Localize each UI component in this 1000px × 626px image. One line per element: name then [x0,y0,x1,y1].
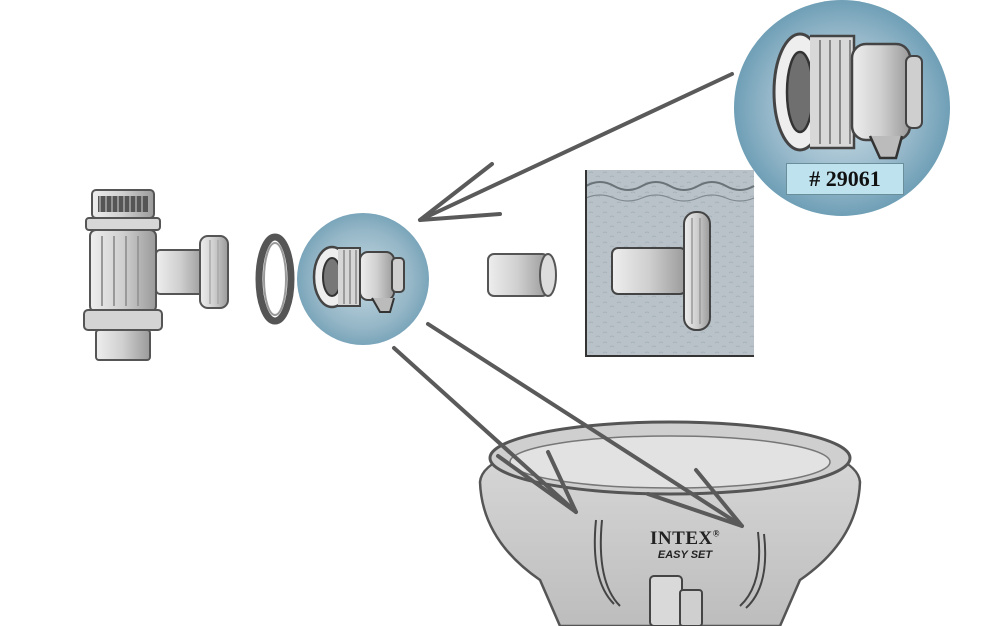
brand-logo: INTEX® [630,528,740,550]
brand-trademark: ® [712,528,720,539]
arrow-icon [392,346,578,514]
arrow-icon [426,322,744,528]
pool-icon [478,420,862,626]
callout-bubble [734,0,950,216]
arrow-icon [418,72,734,222]
wall-fitting-icon [585,170,755,357]
o-ring-icon [255,233,295,325]
part-number-label: # 29061 [786,163,904,195]
sleeve-icon [487,253,557,297]
adapter-fitting-icon [297,213,429,345]
model-name: EASY SET [657,549,713,561]
brand-name: INTEX [650,528,713,549]
filter-pump-icon [83,189,229,361]
